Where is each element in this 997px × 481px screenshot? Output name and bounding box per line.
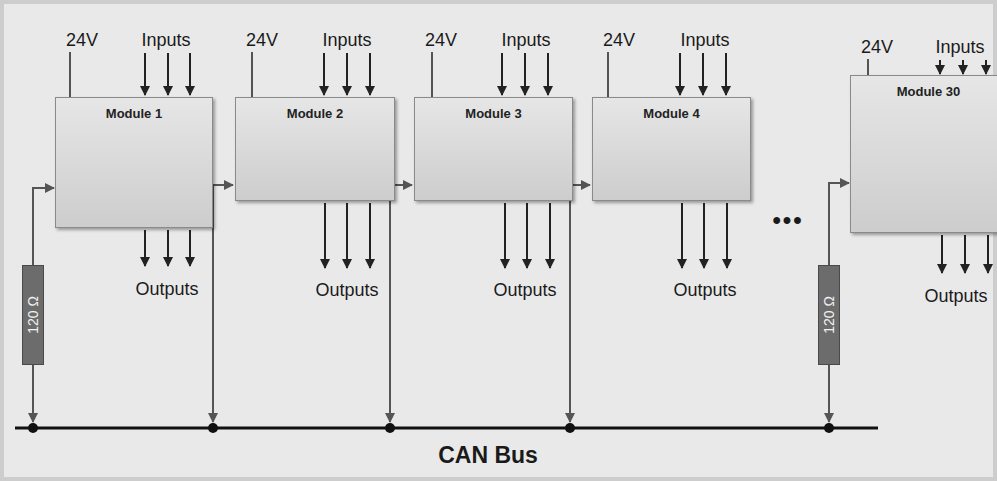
resistor-value: 120 Ω bbox=[25, 296, 41, 334]
module-box: Module 2 bbox=[235, 97, 395, 201]
supply-label: 24V bbox=[603, 30, 635, 51]
outputs-label: Outputs bbox=[135, 279, 198, 300]
module-box: Module 3 bbox=[414, 97, 573, 201]
module-name: Module 3 bbox=[415, 106, 572, 121]
bus-connector bbox=[829, 183, 849, 265]
outputs-label: Outputs bbox=[493, 280, 556, 301]
resistor-value: 120 Ω bbox=[821, 296, 837, 334]
resistor-symbol: 120 Ω bbox=[22, 265, 44, 365]
bus-label: CAN Bus bbox=[438, 442, 538, 468]
supply-label: 24V bbox=[66, 30, 98, 51]
outputs-label: Outputs bbox=[315, 280, 378, 301]
module-box: Module 1 bbox=[55, 97, 213, 228]
supply-label: 24V bbox=[861, 37, 893, 58]
inputs-label: Inputs bbox=[501, 30, 550, 51]
module-box: Module 4 bbox=[592, 97, 751, 201]
ellipsis-mark: ••• bbox=[772, 206, 803, 234]
outputs-label: Outputs bbox=[673, 280, 736, 301]
module-name: Module 30 bbox=[851, 84, 997, 99]
module-name: Module 2 bbox=[236, 106, 394, 121]
module-name: Module 4 bbox=[593, 106, 750, 121]
resistor-symbol: 120 Ω bbox=[818, 265, 840, 365]
module-name: Module 1 bbox=[56, 106, 212, 121]
inputs-label: Inputs bbox=[322, 30, 371, 51]
supply-label: 24V bbox=[246, 30, 278, 51]
inputs-label: Inputs bbox=[680, 30, 729, 51]
module-box: Module 30 bbox=[850, 75, 997, 233]
bus-connector bbox=[33, 188, 54, 265]
outputs-label: Outputs bbox=[924, 286, 987, 307]
inputs-label: Inputs bbox=[141, 30, 190, 51]
supply-label: 24V bbox=[425, 30, 457, 51]
inputs-label: Inputs bbox=[935, 37, 984, 58]
